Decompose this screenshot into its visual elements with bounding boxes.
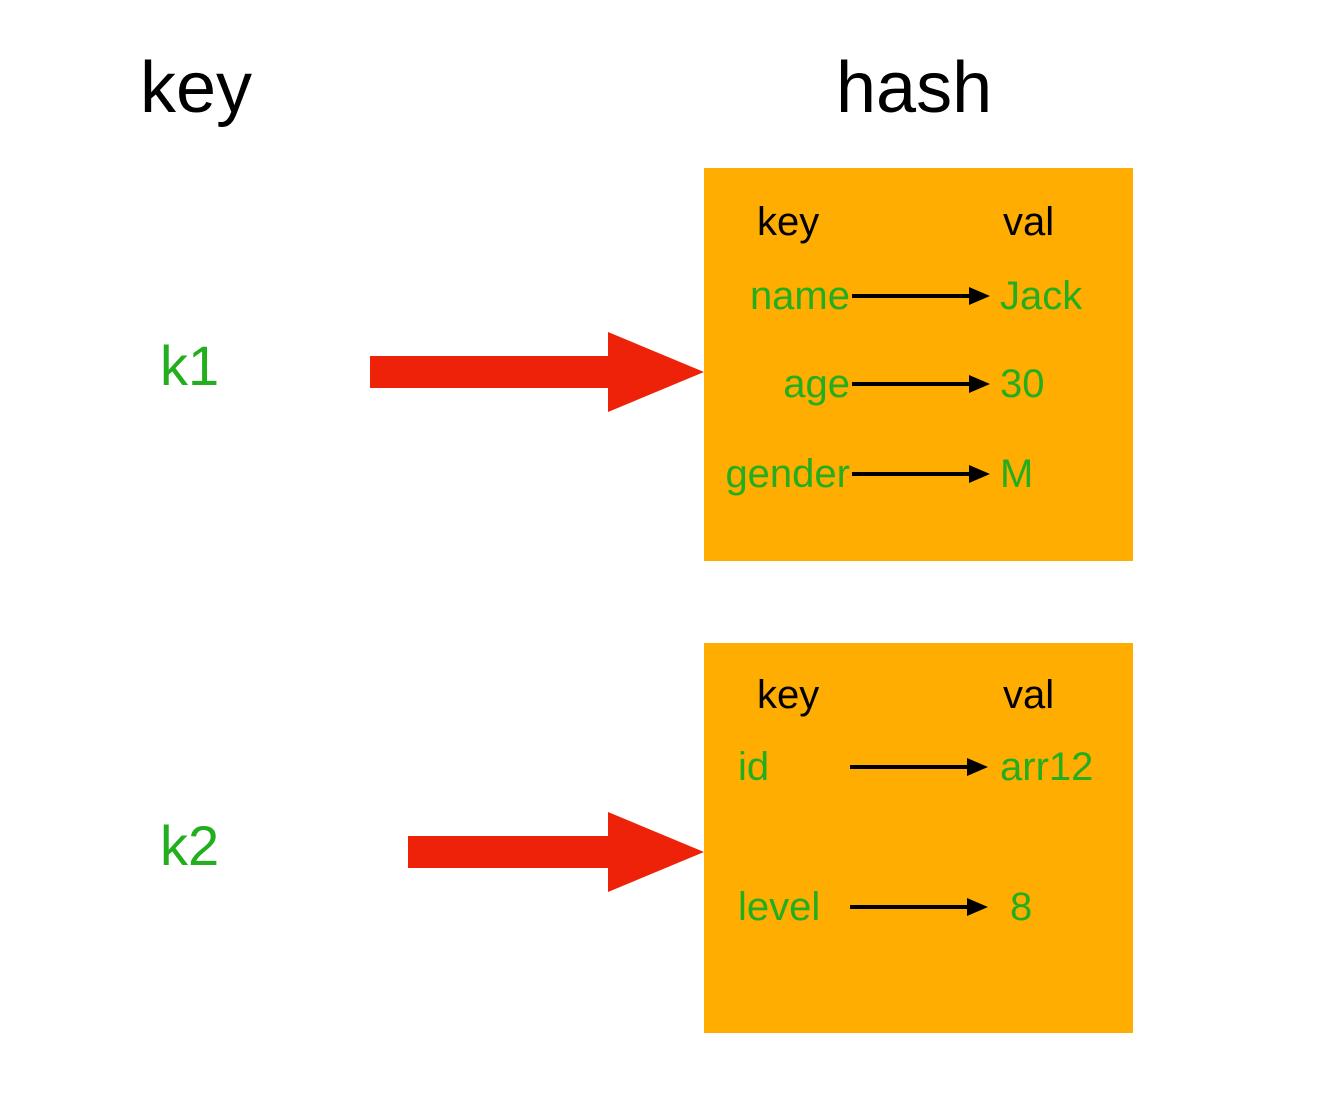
hash-entry-row: name Jack bbox=[704, 270, 1133, 322]
hash-entry-key: gender bbox=[725, 452, 850, 496]
hash-entry-key: name bbox=[749, 274, 850, 318]
arrow-right-icon bbox=[850, 758, 988, 776]
hash-box-2-column-header-key: key bbox=[757, 673, 820, 717]
hash-entry-val: M bbox=[1000, 452, 1034, 496]
hash-entry-key: level bbox=[738, 885, 821, 929]
hash-entry-val: 8 bbox=[1010, 885, 1033, 929]
hash-entry-key: id bbox=[738, 745, 770, 789]
arrow-right-icon bbox=[852, 465, 990, 483]
hash-entry-val: arr12 bbox=[1000, 745, 1094, 789]
column-header-hash: hash bbox=[836, 48, 993, 128]
hash-entry-row: id arr12 bbox=[704, 741, 1133, 793]
hash-entry-val: Jack bbox=[1000, 274, 1083, 318]
red-arrow-k1-to-hash bbox=[370, 332, 704, 412]
arrow-right-icon bbox=[852, 287, 990, 305]
arrow-right-icon bbox=[852, 375, 990, 393]
column-header-key: key bbox=[140, 48, 253, 128]
hash-entry-key: age bbox=[783, 362, 850, 406]
hash-entry-row: level 8 bbox=[704, 881, 1133, 933]
hash-entry-val: 30 bbox=[1000, 362, 1045, 406]
hash-box-2-column-header-val: val bbox=[1003, 673, 1055, 717]
hash-entry-row: age 30 bbox=[704, 358, 1133, 410]
hash-box-k2: key val id arr12 level 8 bbox=[704, 643, 1133, 1033]
hash-box-1-column-header-key: key bbox=[757, 200, 820, 244]
hash-entry-row: gender M bbox=[704, 448, 1133, 500]
hash-box-k1: key val name Jack age 30 gender bbox=[704, 168, 1133, 561]
key-label-k2: k2 bbox=[160, 814, 220, 877]
key-label-k1: k1 bbox=[160, 334, 220, 397]
hash-box-1-column-header-val: val bbox=[1003, 200, 1055, 244]
arrow-right-icon bbox=[850, 898, 988, 916]
red-arrow-k2-to-hash bbox=[408, 812, 704, 892]
